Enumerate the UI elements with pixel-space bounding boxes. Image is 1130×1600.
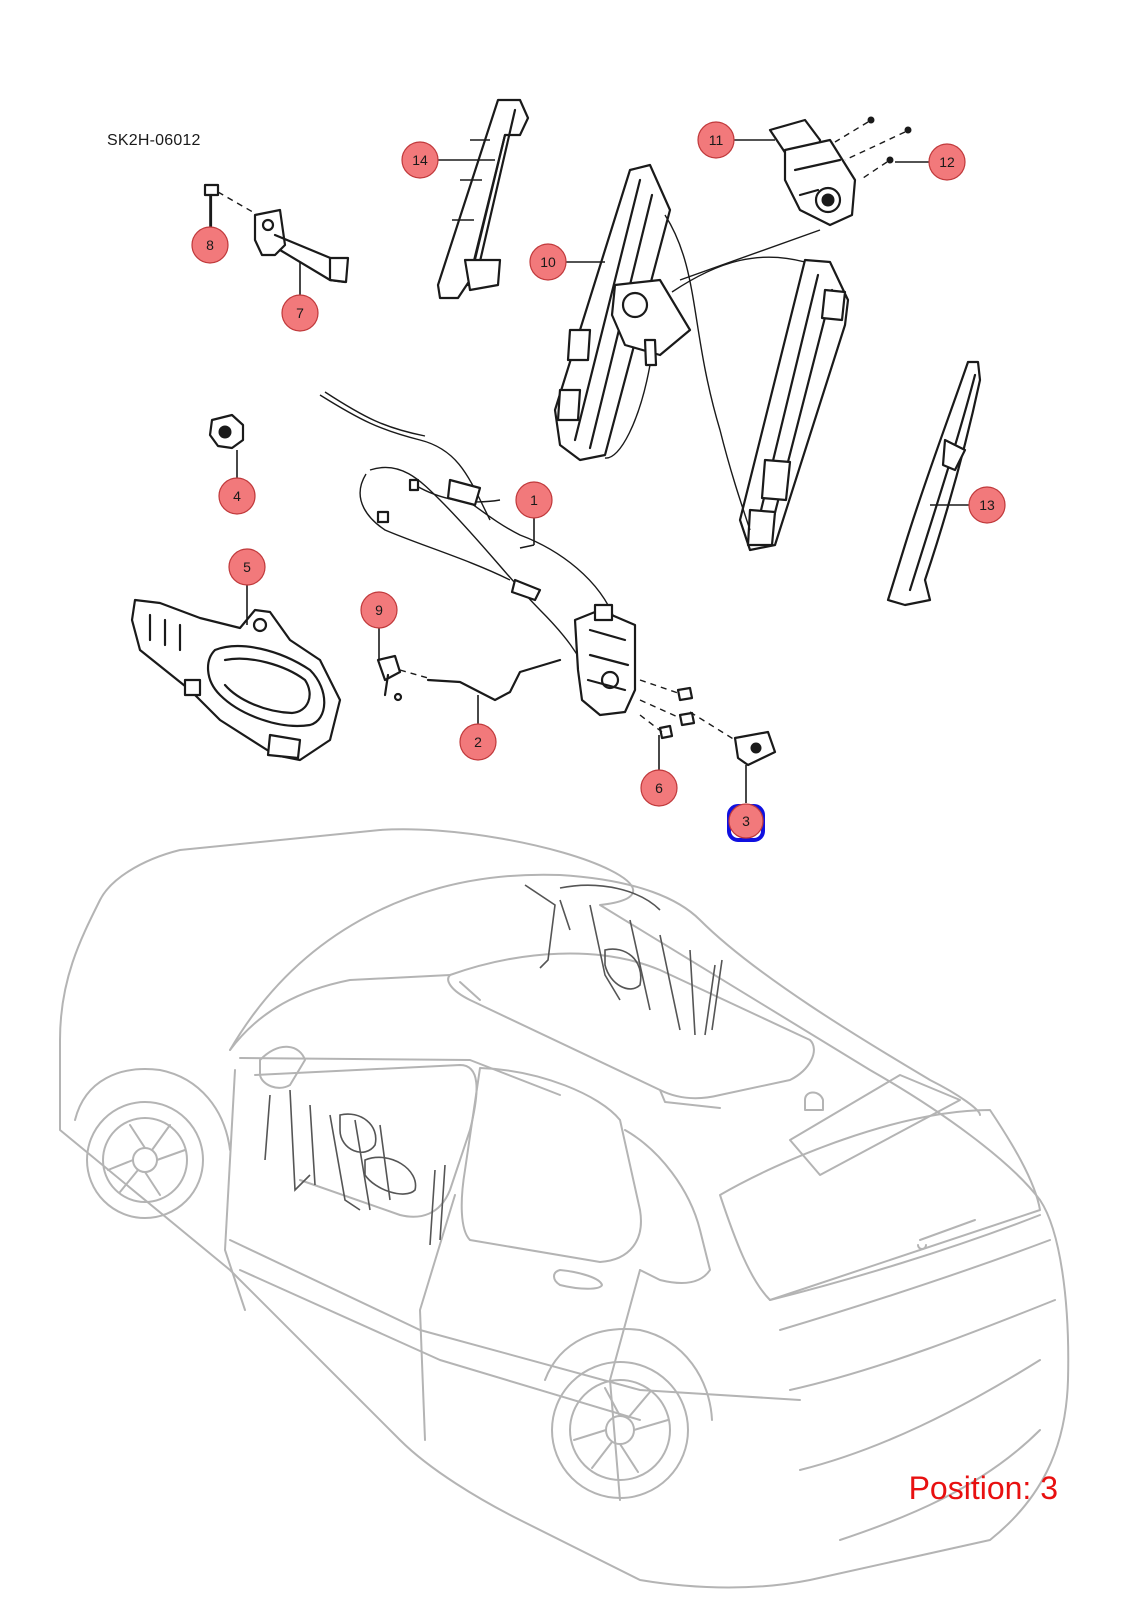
- callout-1[interactable]: 1: [515, 481, 553, 519]
- vehicle-outline: [59, 828, 1070, 1589]
- callout-4[interactable]: 4: [218, 477, 256, 515]
- part-11-window-motor[interactable]: [768, 118, 857, 227]
- part-8-bolt[interactable]: [203, 183, 259, 234]
- position-label: Position: 3: [908, 1470, 1058, 1506]
- callout-9[interactable]: 9: [360, 591, 398, 629]
- svg-text:10: 10: [540, 254, 556, 270]
- part-12-screws[interactable]: [834, 116, 912, 181]
- svg-text:1: 1: [530, 492, 538, 508]
- part-5-exterior-door-handle[interactable]: [130, 598, 342, 762]
- callout-10[interactable]: 10: [529, 243, 567, 281]
- part-3-striker-plate[interactable]: [689, 711, 777, 767]
- part-2-lock-rod[interactable]: [426, 658, 562, 702]
- part-6-latch-screws[interactable]: [639, 679, 696, 740]
- svg-text:12: 12: [939, 154, 955, 170]
- diagram-code: SK2H-06012: [107, 132, 201, 149]
- callout-11[interactable]: 11: [697, 121, 735, 159]
- svg-text:13: 13: [979, 497, 995, 513]
- callout-7[interactable]: 7: [281, 294, 319, 332]
- part-4-bump-stop[interactable]: [208, 413, 245, 450]
- part-9-rod-clip[interactable]: [376, 654, 429, 702]
- callout-14[interactable]: 14: [401, 141, 439, 179]
- svg-text:14: 14: [412, 152, 428, 168]
- callout-2[interactable]: 2: [459, 723, 497, 761]
- callout-3-selected[interactable]: 3: [727, 803, 765, 842]
- svg-text:7: 7: [296, 305, 304, 321]
- callout-5[interactable]: 5: [228, 548, 266, 586]
- svg-text:2: 2: [474, 734, 482, 750]
- svg-text:11: 11: [709, 132, 724, 148]
- callout-6[interactable]: 6: [640, 769, 678, 807]
- part-14-glass-run-channel[interactable]: [436, 98, 530, 300]
- svg-text:4: 4: [233, 488, 241, 504]
- svg-text:3: 3: [742, 813, 750, 829]
- svg-text:8: 8: [206, 237, 214, 253]
- vehicle-door-hardware-front: [264, 1089, 446, 1246]
- part-10-window-regulator[interactable]: [553, 163, 850, 552]
- svg-text:9: 9: [375, 602, 383, 618]
- part-13-door-glass-seal[interactable]: [886, 360, 982, 607]
- callout-leaders: [209, 139, 969, 803]
- svg-text:5: 5: [243, 559, 251, 575]
- callout-13[interactable]: 13: [968, 486, 1006, 524]
- svg-text:6: 6: [655, 780, 663, 796]
- callout-8[interactable]: 8: [191, 226, 229, 264]
- part-1-latch-cables[interactable]: [319, 391, 616, 681]
- part-7-door-check-strap[interactable]: [253, 208, 350, 284]
- vehicle-door-hardware-rear: [524, 884, 723, 1036]
- callout-12[interactable]: 12: [928, 143, 966, 181]
- door-latch-assembly: [573, 603, 637, 717]
